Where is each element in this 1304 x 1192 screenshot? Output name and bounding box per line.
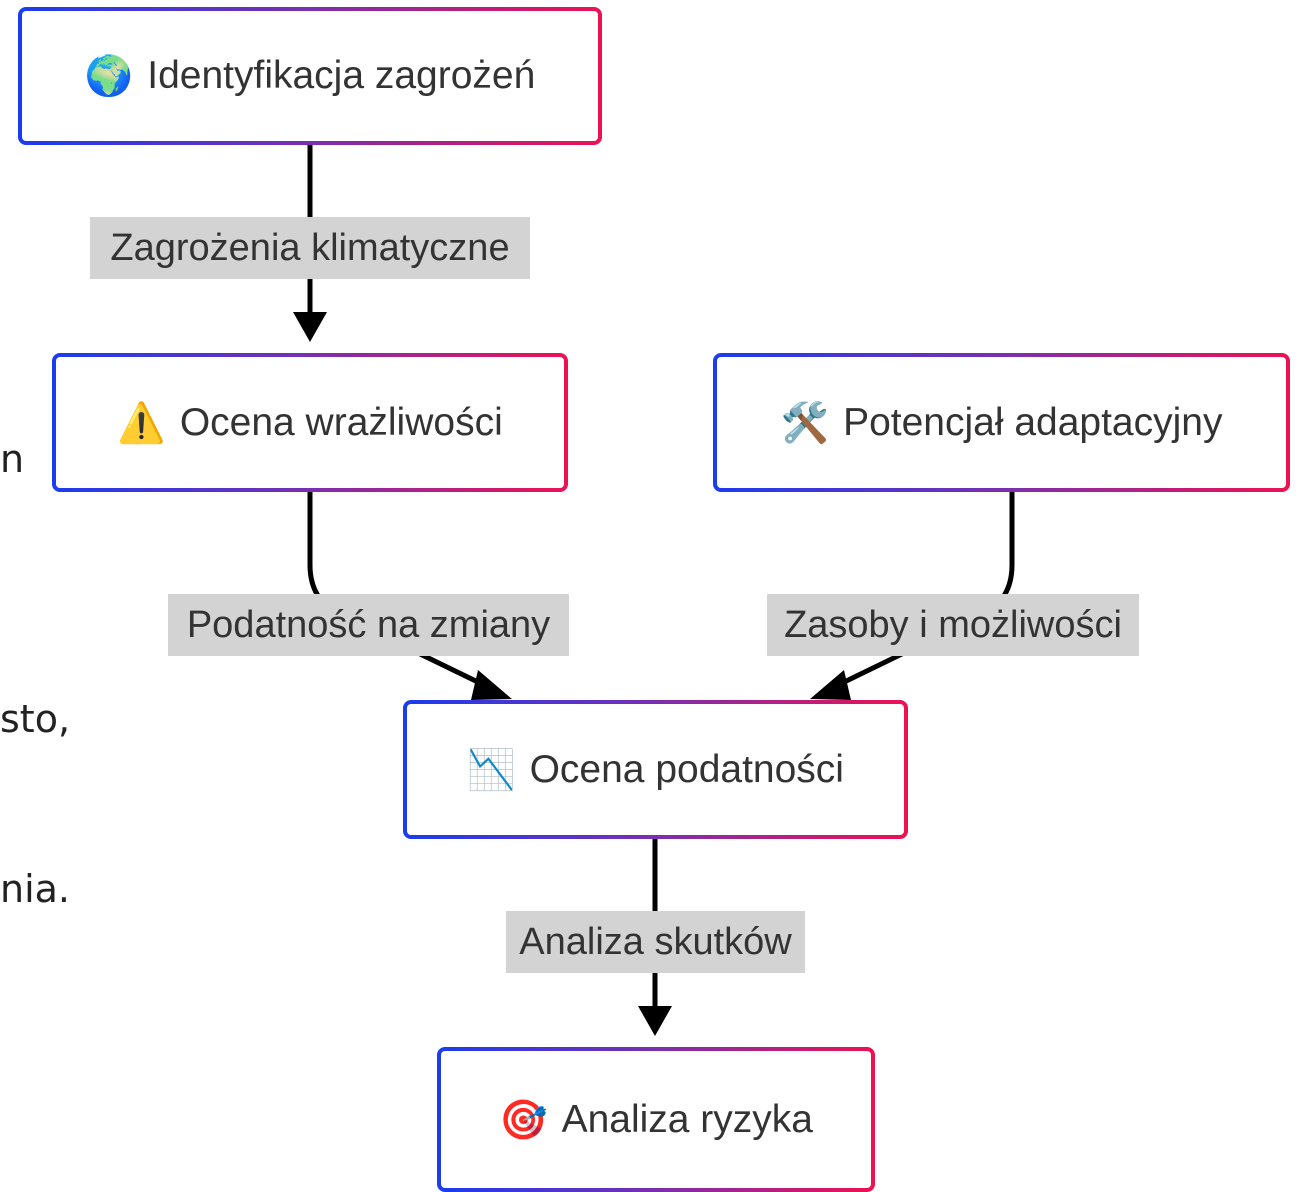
node-label: Analiza ryzyka [561, 1097, 813, 1141]
node-label: Identyfikacja zagrożeń [147, 54, 536, 97]
chart-decreasing-icon: 📉 [467, 748, 516, 792]
target-icon: 🎯 [499, 1098, 548, 1142]
background-text-fragment: nia. [0, 867, 71, 911]
node-label: Ocena wrażliwości [179, 400, 503, 444]
background-text-fragment: n [0, 437, 25, 481]
node-identyfikacja-zagrozen[interactable]: 🌍 Identyfikacja zagrożeń [18, 7, 602, 145]
edge-label-skutki: Analiza skutków [506, 911, 805, 973]
arrowhead-icon [810, 670, 851, 700]
edge-label-zasoby: Zasoby i możliwości [767, 594, 1139, 656]
arrowhead-icon [293, 312, 327, 342]
hammer-and-wrench-icon: 🛠️ [780, 401, 830, 445]
node-ocena-podatnosci[interactable]: 📉 Ocena podatności [403, 700, 908, 839]
edge-wrazliwosc-to-podatnosc [307, 490, 488, 689]
globe-icon: 🌍 [84, 55, 134, 98]
node-potencjal-adaptacyjny[interactable]: 🛠️ Potencjał adaptacyjny [713, 353, 1290, 492]
node-analiza-ryzyka[interactable]: 🎯 Analiza ryzyka [437, 1047, 875, 1192]
edge-potencjal-to-podatnosc [834, 490, 1015, 689]
edge-label-zagrozenia: Zagrożenia klimatyczne [90, 217, 530, 279]
edge-label-podatnosc: Podatność na zmiany [168, 594, 569, 656]
node-ocena-wrazliwosci[interactable]: ⚠️ Ocena wrażliwości [52, 353, 568, 492]
warning-icon: ⚠️ [117, 401, 166, 445]
arrowhead-icon [638, 1006, 672, 1036]
node-label: Ocena podatności [529, 747, 844, 791]
node-label: Potencjał adaptacyjny [843, 400, 1223, 444]
background-text-fragment: sto, [0, 697, 71, 741]
arrowhead-icon [471, 670, 512, 700]
